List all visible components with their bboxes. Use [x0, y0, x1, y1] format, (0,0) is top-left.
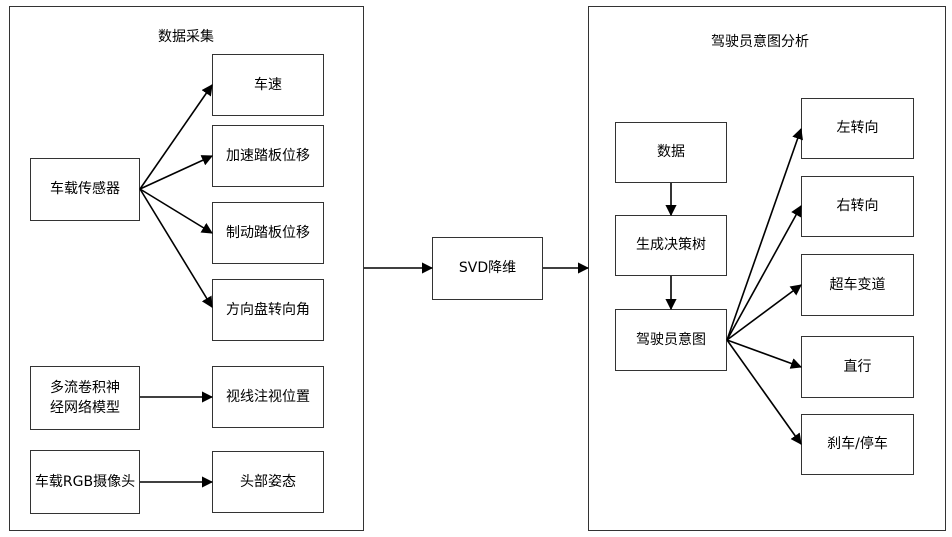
right-turn-box: 右转向: [801, 176, 914, 237]
straight-box: 直行: [801, 336, 914, 398]
left-turn-box: 左转向: [801, 98, 914, 159]
cnn-model-box: 多流卷积神经网络模型: [30, 366, 140, 430]
intent-analysis-title: 驾驶员意图分析: [695, 31, 825, 51]
vehicle-sensor-box: 车载传感器: [30, 158, 140, 221]
accel-pedal-box: 加速踏板位移: [212, 125, 324, 187]
speed-box: 车速: [212, 54, 324, 116]
overtake-box: 超车变道: [801, 254, 914, 316]
decision-tree-box: 生成决策树: [615, 215, 727, 276]
rgb-camera-box: 车载RGB摄像头: [30, 450, 140, 514]
steering-angle-box: 方向盘转向角: [212, 279, 324, 341]
gaze-position-box: 视线注视位置: [212, 366, 324, 428]
brake-pedal-box: 制动踏板位移: [212, 202, 324, 264]
svd-box: SVD降维: [432, 237, 543, 300]
data-collection-title: 数据采集: [136, 26, 236, 46]
brake-stop-box: 刹车/停车: [801, 414, 914, 475]
data-box: 数据: [615, 122, 727, 183]
head-pose-box: 头部姿态: [212, 451, 324, 513]
driver-intent-box: 驾驶员意图: [615, 309, 727, 371]
